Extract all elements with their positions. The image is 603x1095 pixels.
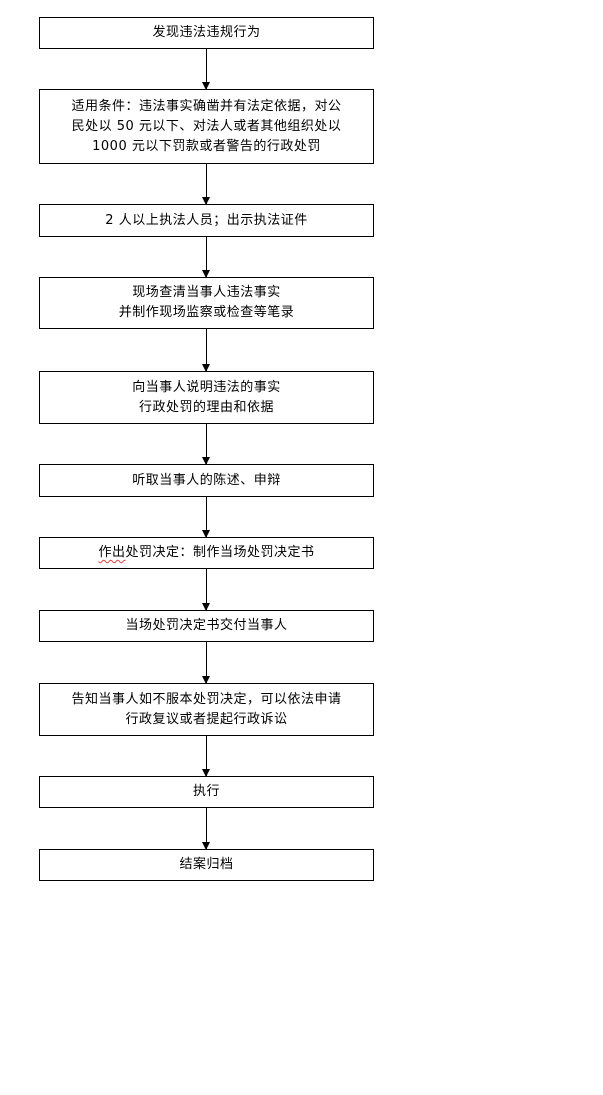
step-label: 当场处罚决定书交付当事人 bbox=[125, 618, 288, 633]
step-label-line-2: 行政处罚的理由和依据 bbox=[138, 399, 274, 415]
step-label: 作出处罚决定：制作当场处罚决定书 bbox=[98, 543, 314, 563]
flow-arrow bbox=[202, 329, 210, 372]
step-onsite-investigation: 现场查清当事人违法事实 并制作现场监察或检查等笔录 bbox=[39, 277, 374, 329]
step-execute: 执行 bbox=[39, 776, 374, 808]
step-label-line-2: 行政复议或者提起行政诉讼 bbox=[125, 711, 288, 727]
flow-arrow bbox=[202, 808, 210, 850]
spellcheck-mark: 作出 bbox=[98, 545, 126, 560]
step-label: 结案归档 bbox=[179, 857, 234, 872]
flow-arrow bbox=[202, 569, 210, 611]
step-deliver-decision: 当场处罚决定书交付当事人 bbox=[39, 610, 374, 642]
step-close-and-archive: 结案归档 bbox=[39, 849, 374, 881]
step-label: 听取当事人的陈述、申辩 bbox=[132, 472, 281, 488]
step-label: 发现违法违规行为 bbox=[152, 25, 261, 40]
step-explain-facts: 向当事人说明违法的事实 行政处罚的理由和依据 bbox=[39, 371, 374, 424]
flow-arrow bbox=[202, 164, 210, 205]
step-label: 执行 bbox=[192, 784, 220, 799]
step-notify-appeal-rights: 告知当事人如不服本处罚决定，可以依法申请 行政复议或者提起行政诉讼 bbox=[39, 683, 374, 736]
step-discover-violation: 发现违法违规行为 bbox=[39, 17, 374, 49]
step-make-decision: 作出处罚决定：制作当场处罚决定书 bbox=[39, 537, 374, 569]
step-label: 2 人以上执法人员；出示执法证件 bbox=[105, 212, 308, 228]
step-label-line-1: 向当事人说明违法的事实 bbox=[132, 379, 281, 395]
flow-arrow bbox=[202, 642, 210, 684]
step-applicable-conditions: 适用条件：违法事实确凿并有法定依据，对公 民处以 50 元以下、对法人或者其他组… bbox=[39, 89, 374, 164]
step-label-line-2: 并制作现场监察或检查等笔录 bbox=[118, 305, 295, 320]
flow-arrow bbox=[202, 237, 210, 278]
step-label-rest: 处罚决定：制作当场处罚决定书 bbox=[125, 545, 315, 560]
step-enforcement-officers: 2 人以上执法人员；出示执法证件 bbox=[39, 204, 374, 237]
flow-arrow bbox=[202, 736, 210, 777]
step-label-line-1: 告知当事人如不服本处罚决定，可以依法申请 bbox=[71, 691, 342, 707]
step-label-line-1: 现场查清当事人违法事实 bbox=[132, 285, 281, 300]
step-label-line-2: 民处以 50 元以下、对法人或者其他组织处以 bbox=[71, 118, 342, 134]
step-label-line-1: 适用条件：违法事实确凿并有法定依据，对公 bbox=[71, 98, 342, 114]
flow-arrow bbox=[202, 49, 210, 90]
step-label-line-3: 1000 元以下罚款或者警告的行政处罚 bbox=[92, 138, 321, 154]
step-hear-statements: 听取当事人的陈述、申辩 bbox=[39, 464, 374, 497]
flow-arrow bbox=[202, 497, 210, 538]
flow-arrow bbox=[202, 424, 210, 465]
